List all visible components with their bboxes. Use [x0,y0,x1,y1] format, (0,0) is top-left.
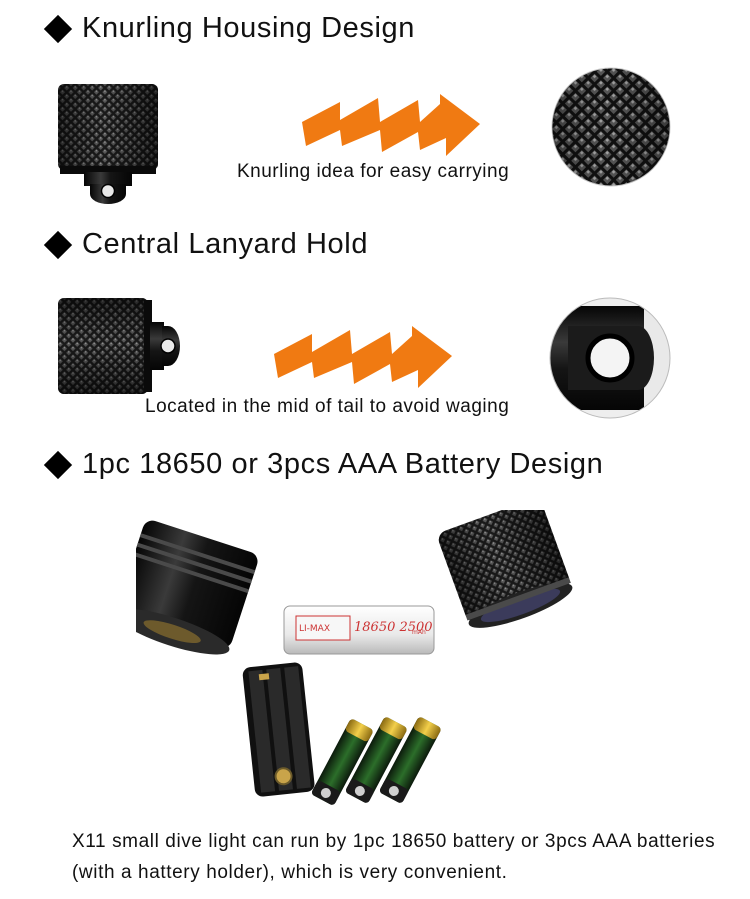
knurled-housing-image [54,80,164,205]
battery-brand: LI-MAX [299,624,330,634]
section-title: 1pc 18650 or 3pcs AAA Battery Design [82,448,604,480]
section-caption: Located in the mid of tail to avoid wagi… [145,396,510,417]
orange-arrow-icon [300,92,484,158]
section-title: Central Lanyard Hold [82,228,369,260]
section-heading-lanyard: Central Lanyard Hold [43,228,369,261]
diamond-bullet-icon [43,450,73,479]
li-ion-cell: LI-MAX 18650 2500 mAh [283,605,435,655]
section-heading-battery: 1pc 18650 or 3pcs AAA Battery Design [43,448,604,481]
diamond-bullet-icon [43,230,73,259]
knurling-closeup-image [550,66,672,188]
diamond-bullet-icon [43,14,73,43]
battery-options-image: LI-MAX 18650 2500 mAh [136,510,596,810]
section-title: Knurling Housing Design [82,12,415,44]
aaa-battery-holder [242,662,315,797]
battery-unit: mAh [412,629,426,636]
battery-model: 18650 2500 [354,620,433,635]
orange-arrow-icon [272,324,456,390]
section-caption: Knurling idea for easy carrying [237,161,510,182]
section-heading-knurling: Knurling Housing Design [43,12,415,45]
battery-description: X11 small dive light can run by 1pc 1865… [72,831,716,883]
lanyard-closeup-image [548,296,672,420]
lanyard-tail-image [56,294,186,398]
